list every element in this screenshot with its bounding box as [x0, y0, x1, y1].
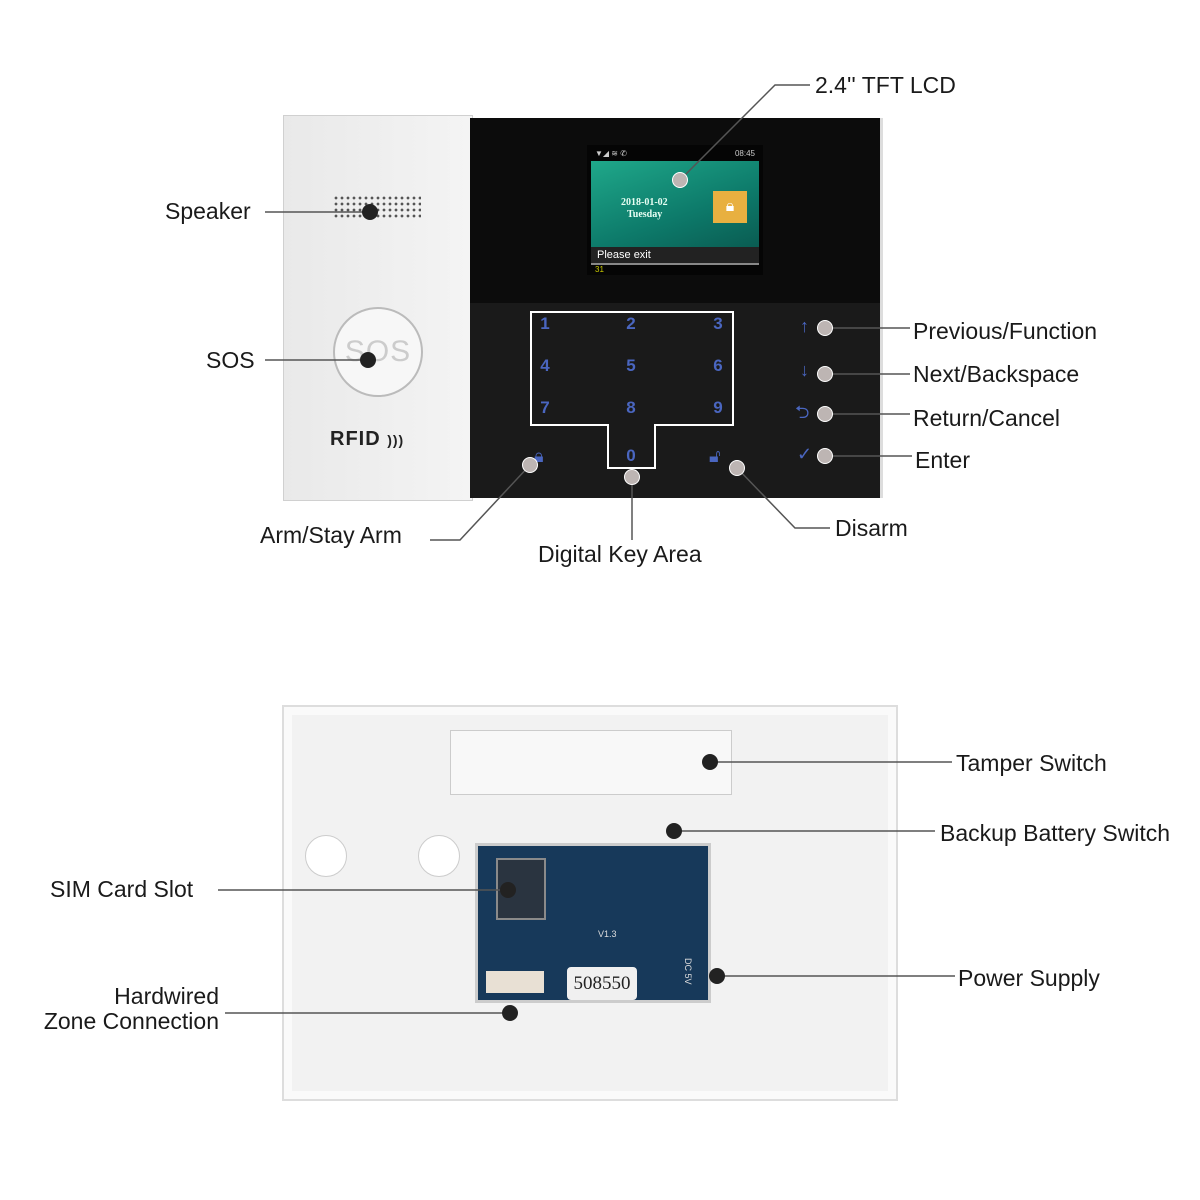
key-2: 2 — [626, 314, 636, 333]
callout-dot-power — [709, 968, 725, 984]
callout-dot-tamper — [702, 754, 718, 770]
key-1: 1 — [540, 314, 550, 333]
key-7: 7 — [540, 398, 550, 417]
callout-dot-next — [817, 366, 833, 382]
label-sim: SIM Card Slot — [50, 876, 194, 902]
key-6: 6 — [713, 356, 723, 375]
callout-dot-arm — [522, 457, 538, 473]
callout-dot-speaker — [362, 204, 378, 220]
mount-hole — [418, 835, 460, 877]
callout-dot-sos — [360, 352, 376, 368]
label-zone: Hardwired Zone Connection — [43, 983, 219, 1034]
label-power: Power Supply — [958, 965, 1100, 991]
callout-dot-enter — [817, 448, 833, 464]
label-speaker: Speaker — [165, 198, 251, 224]
callout-dot-previous — [817, 320, 833, 336]
label-next: Next/Backspace — [913, 361, 1080, 387]
callout-dot-lcd — [672, 172, 688, 188]
sos-button: SOS — [333, 307, 423, 397]
label-lcd: 2.4'' TFT LCD — [815, 72, 956, 98]
label-previous: Previous/Function — [913, 318, 1098, 344]
pcb-dc-label: DC 5V — [683, 958, 693, 985]
mount-hole — [305, 835, 347, 877]
tamper-bracket — [450, 730, 732, 795]
label-keypad: Digital Key Area — [538, 541, 702, 567]
arrow-up-icon: ↑ — [800, 316, 809, 336]
label-sos: SOS — [206, 347, 255, 373]
lcd-date: 2018-01-02 — [621, 197, 668, 208]
key-4: 4 — [540, 356, 550, 375]
callout-dot-battery — [666, 823, 682, 839]
label-battery: Backup Battery Switch — [940, 820, 1171, 846]
key-5: 5 — [626, 356, 636, 375]
callout-dot-disarm — [729, 460, 745, 476]
lcd-status-bar: ▼◢ ≋ ✆08:45 — [591, 149, 759, 161]
rfid-logo: RFID ))) — [330, 428, 405, 450]
label-enter: Enter — [915, 447, 970, 473]
arrow-down-icon: ↓ — [800, 360, 809, 380]
callout-dot-return — [817, 406, 833, 422]
lcd-message: Please exit — [591, 247, 759, 265]
rfid-waves-icon: ))) — [387, 432, 405, 448]
key-3: 3 — [713, 314, 723, 333]
lock-icon: 🔒︎ — [713, 191, 747, 223]
label-return: Return/Cancel — [913, 405, 1061, 431]
callout-dot-keypad — [624, 469, 640, 485]
label-disarm: Disarm — [835, 515, 908, 541]
key-8: 8 — [626, 398, 636, 417]
label-arm: Arm/Stay Arm — [260, 522, 402, 548]
disarm-unlock-icon: 🔓︎ — [709, 446, 721, 466]
lcd-counter: 31 — [595, 265, 604, 274]
signal-icon: ▼◢ ≋ ✆ — [595, 149, 627, 158]
key-9: 9 — [713, 398, 723, 417]
zone-connector — [486, 971, 544, 993]
callout-dot-sim — [500, 882, 516, 898]
callout-dot-zone — [502, 1005, 518, 1021]
label-tamper: Tamper Switch — [956, 750, 1107, 776]
return-icon: ⮌ — [795, 402, 810, 422]
pcb-version: V1.3 — [598, 929, 617, 939]
key-0: 0 — [626, 446, 636, 465]
lcd-day: Tuesday — [627, 209, 663, 220]
check-icon: ✓ — [797, 444, 813, 464]
pcb-serial-tag: 508550 — [567, 967, 637, 1000]
